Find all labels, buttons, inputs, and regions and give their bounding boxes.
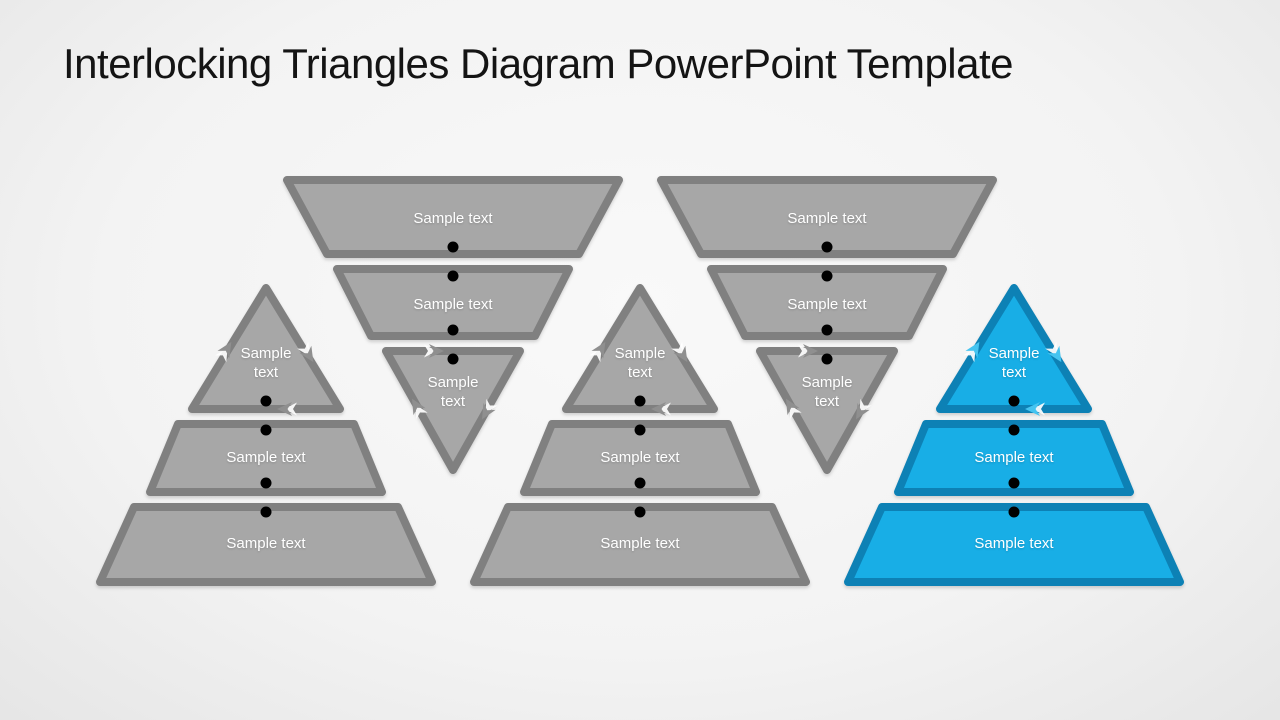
tier-connector bbox=[821, 324, 833, 365]
pyramid-1-graphic bbox=[96, 284, 436, 586]
pyramid-4-graphic bbox=[657, 176, 997, 474]
pyramid-5-tier-3-trapezoid bbox=[844, 503, 1184, 586]
pyramid-1-tier-2-trapezoid bbox=[146, 420, 386, 496]
pyramid-4-tier-1-trapezoid bbox=[657, 176, 997, 258]
tier-connector bbox=[447, 324, 459, 365]
tier-connector bbox=[821, 241, 833, 282]
pyramid-5: Sample text Sample text Sample text bbox=[844, 282, 1184, 592]
tier-connector bbox=[634, 477, 646, 518]
pyramid-2-tier-1-trapezoid bbox=[283, 176, 623, 258]
pyramid-4-tier-2-trapezoid bbox=[707, 265, 947, 340]
pyramid-5-tier-1-triangle bbox=[936, 284, 1092, 413]
pyramid-5-tier-2-trapezoid bbox=[894, 420, 1134, 496]
pyramid-3-tier-3-trapezoid bbox=[470, 503, 810, 586]
pyramid-2-graphic bbox=[283, 176, 623, 474]
pyramid-5-graphic bbox=[844, 284, 1184, 586]
pyramid-3-tier-2-trapezoid bbox=[520, 420, 760, 496]
pyramid-3-graphic bbox=[470, 284, 810, 586]
tier-connector bbox=[1008, 477, 1020, 518]
tier-connector bbox=[447, 241, 459, 282]
tier-connector bbox=[260, 395, 272, 436]
tier-connector bbox=[634, 395, 646, 436]
slide-title: Interlocking Triangles Diagram PowerPoin… bbox=[63, 40, 1014, 87]
pyramid-2-tier-2-trapezoid bbox=[333, 265, 573, 340]
tier-connector bbox=[260, 477, 272, 518]
pyramid-1-tier-3-trapezoid bbox=[96, 503, 436, 586]
tier-connector bbox=[1008, 395, 1020, 436]
